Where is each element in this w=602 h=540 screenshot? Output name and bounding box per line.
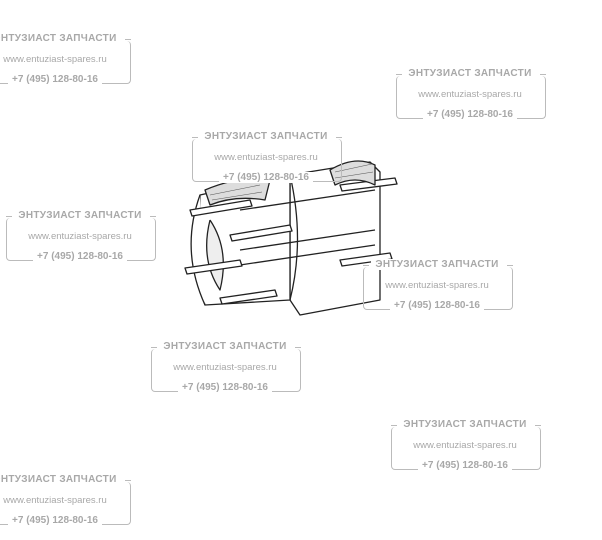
watermark-url: www.entuziast-spares.ru	[173, 362, 277, 373]
watermark-title: ЭНТУЗИАСТ ЗАПЧАСТИ	[371, 259, 503, 270]
watermark-title: ЭНТУЗИАСТ ЗАПЧАСТИ	[0, 474, 121, 485]
watermark-title: ЭНТУЗИАСТ ЗАПЧАСТИ	[0, 33, 121, 44]
watermark-title: ЭНТУЗИАСТ ЗАПЧАСТИ	[404, 68, 536, 79]
watermark-url: www.entuziast-spares.ru	[418, 89, 522, 100]
watermark-phone: +7 (495) 128-80-16	[33, 251, 127, 262]
watermark-title: ЭНТУЗИАСТ ЗАПЧАСТИ	[200, 131, 332, 142]
watermark-phone: +7 (495) 128-80-16	[178, 382, 272, 393]
watermark-title: ЭНТУЗИАСТ ЗАПЧАСТИ	[399, 419, 531, 430]
watermark: ЭНТУЗИАСТ ЗАПЧАСТИ www.entuziast-spares.r…	[357, 259, 517, 325]
watermark-phone: +7 (495) 128-80-16	[390, 300, 484, 311]
watermark-url: www.entuziast-spares.ru	[28, 231, 132, 242]
watermark: ЭНТУЗИАСТ ЗАПЧАСТИ www.entuziast-spares.r…	[0, 474, 135, 540]
watermark-title: ЭНТУЗИАСТ ЗАПЧАСТИ	[159, 341, 291, 352]
watermark: ЭНТУЗИАСТ ЗАПЧАСТИ www.entuziast-spares.r…	[186, 131, 346, 197]
watermark: ЭНТУЗИАСТ ЗАПЧАСТИ www.entuziast-spares.r…	[390, 68, 550, 134]
watermark-url: www.entuziast-spares.ru	[3, 495, 107, 506]
watermark-url: www.entuziast-spares.ru	[214, 152, 318, 163]
watermark: ЭНТУЗИАСТ ЗАПЧАСТИ www.entuziast-spares.r…	[0, 33, 135, 99]
watermark-url: www.entuziast-spares.ru	[385, 280, 489, 291]
watermark-phone: +7 (495) 128-80-16	[219, 172, 313, 183]
watermark-phone: +7 (495) 128-80-16	[423, 109, 517, 120]
watermark: ЭНТУЗИАСТ ЗАПЧАСТИ www.entuziast-spares.r…	[385, 419, 545, 485]
watermark-phone: +7 (495) 128-80-16	[418, 460, 512, 471]
watermark-url: www.entuziast-spares.ru	[3, 54, 107, 65]
watermark-title: ЭНТУЗИАСТ ЗАПЧАСТИ	[14, 210, 146, 221]
watermark: ЭНТУЗИАСТ ЗАПЧАСТИ www.entuziast-spares.r…	[0, 210, 160, 276]
watermark-phone: +7 (495) 128-80-16	[8, 74, 102, 85]
watermark-phone: +7 (495) 128-80-16	[8, 515, 102, 526]
watermark: ЭНТУЗИАСТ ЗАПЧАСТИ www.entuziast-spares.r…	[145, 341, 305, 407]
watermark-url: www.entuziast-spares.ru	[413, 440, 517, 451]
